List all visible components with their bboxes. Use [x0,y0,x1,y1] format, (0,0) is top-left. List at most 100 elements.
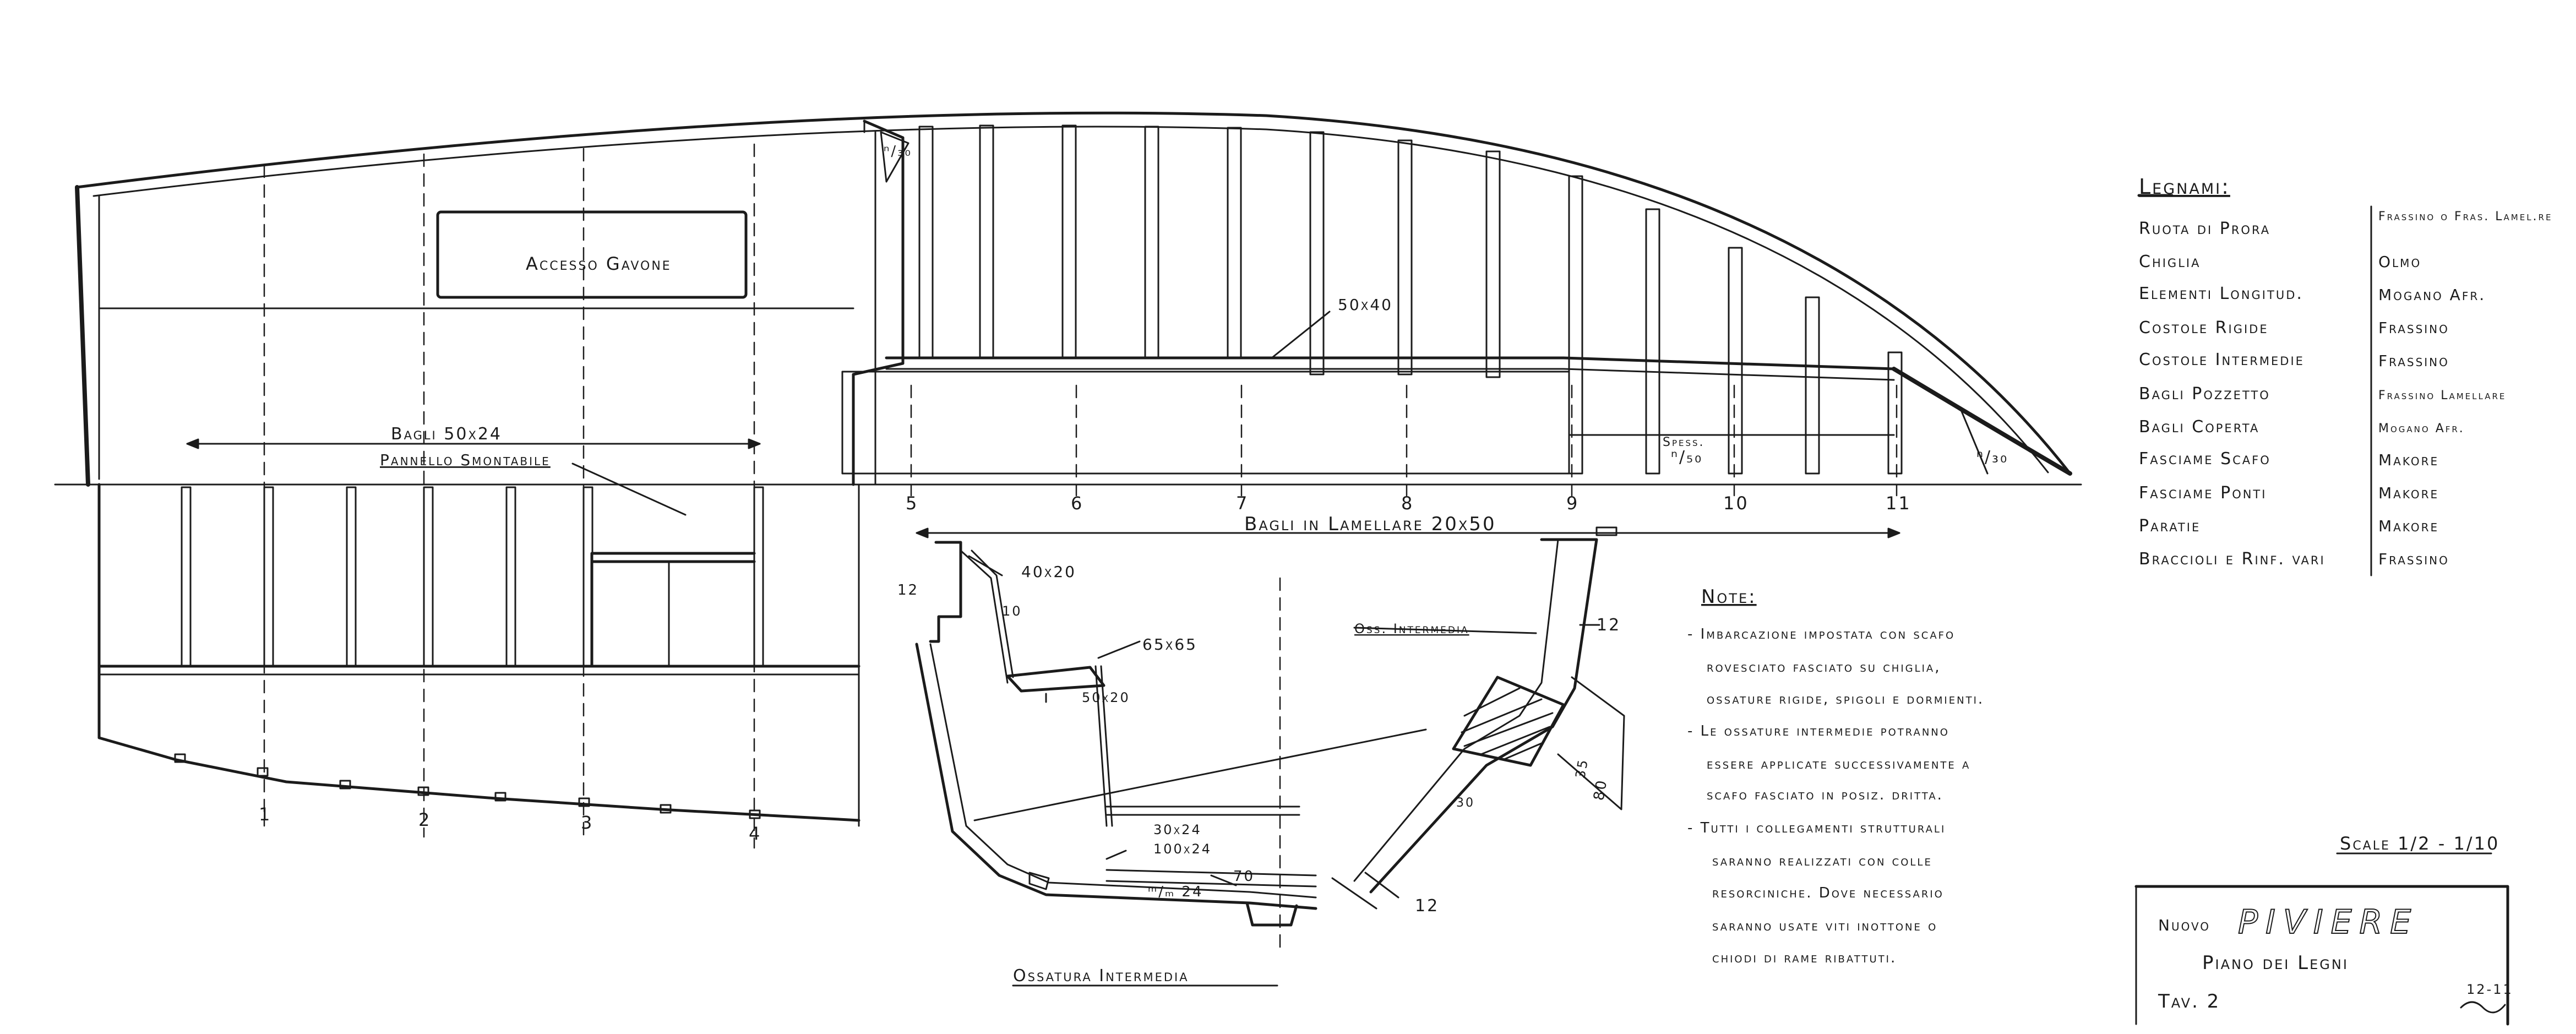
note-line: chiodi di rame ribattuti. [1712,950,1897,966]
legend-part: Chiglia [2139,252,2201,271]
notes-lines: - Imbarcazione impostata con scafo roves… [1687,626,1983,966]
deck-beams [181,486,764,667]
frame-size-leader [1271,311,1331,359]
sheer-line-outer [75,111,2072,475]
legend-wood: Frassino [2378,319,2449,337]
frame [1144,126,1159,359]
keel [1245,901,1298,927]
station-number: 5 [906,493,918,514]
hatch-triangle [880,131,910,183]
dim-40x20: 40x20 [1021,563,1076,581]
oss-intermedia-label: Oss. Intermedia [1354,621,1469,636]
frame [918,126,934,359]
cockpit-floor [1105,806,1300,816]
station-number: 2 [418,809,431,830]
signature-mark [2460,1001,2506,1014]
frame [1805,296,1820,475]
detail-hatch [1461,687,1554,761]
frame-size-label: 50x40 [1338,296,1393,314]
dimension-bracket [1557,676,1625,810]
stem [1892,367,2072,476]
gavone-hatch [436,210,748,299]
scale-label: Scale 1/2 - 1/10 [2340,833,2499,854]
floor-frame [1105,869,1317,888]
note-line: resorciniche. Dove necessario [1712,885,1944,901]
frame [1309,131,1325,375]
dim-35: 35 [1572,757,1591,780]
legend-wood: Olmo [2378,253,2421,271]
ossatura-caption: Ossatura Intermedia [1013,966,1189,986]
lamellare-dimension [916,526,1900,538]
station-number: 3 [581,812,593,833]
title-block-frame [2134,852,2509,1026]
pannello-leader [571,462,687,516]
forward-frames [918,124,1903,475]
legend-part: Paratie [2139,516,2201,536]
oss-leader [1353,627,1537,634]
station-number: 9 [1566,493,1579,514]
keel-blocks [174,753,761,819]
legend-part: Bagli Pozzetto [2139,384,2270,404]
dim-m24: ᵐ/ₘ 24 [1148,884,1203,900]
bagli-label: Bagli 50x24 [391,425,502,444]
frame [1568,175,1583,475]
deck-carline-2 [971,549,1014,678]
removable-panel [590,552,756,668]
legend-rows: Ruota di Prora Frassino o Fras. Lamel.re… [2139,210,2551,569]
legend-part: Fasciame Scafo [2139,449,2271,469]
legend-wood: Mogano Afr. [2378,422,2465,436]
dim-50x20: 50x20 [1082,690,1130,705]
deck-carline [960,549,1009,684]
frame [1645,208,1660,475]
frame [1397,139,1413,375]
leader-to-detail [973,728,1427,821]
legend-part: Bagli Coperta [2139,417,2259,437]
legend-wood: Makore [2378,517,2439,535]
detail-block [1452,676,1565,767]
note-line: - Le ossature intermedie potranno [1687,723,1949,739]
dim-80: 80 [1591,778,1610,802]
frame [1485,150,1501,378]
spess-value: ⁿ/₅₀ [1671,448,1703,467]
accesso-gavone-label: Accesso Gavone [526,253,672,274]
deck-plan [97,438,861,827]
bulkhead-panel [841,371,1570,475]
detail-outer [1369,538,1598,894]
station-number: 4 [749,823,761,844]
side-deck [1006,666,1105,693]
dim-10: 10 [1002,603,1022,619]
legend-wood: Frassino [2378,352,2449,370]
dim-30x24: 30x24 [1153,822,1202,837]
legend-part: Ruota di Prora [2139,219,2270,238]
note-line: scafo fasciato in posiz. dritta. [1707,787,1943,803]
boat-name: PIVIERE [2238,903,2419,942]
hatch-label-bow: ⁿ/₃₀ [1976,448,2008,467]
dim-12-bottom: 12 [1415,896,1439,916]
dim-30: 30 [1456,796,1475,810]
cabin-front [852,119,905,486]
station-lines-aft [263,143,755,849]
hull-side-inner [929,643,1317,899]
legend-part: Elementi Longitud. [2139,284,2303,303]
hatch-label-top: ⁿ/₃₀ [884,143,912,160]
stringer-upper-2 [885,368,1895,381]
frame [1887,351,1903,475]
dim-100x24: 100x24 [1153,841,1212,857]
legend-title: Legnami: [2139,175,2230,199]
intermediate-frame-section [915,541,1427,987]
note-line: saranno realizzati con colle [1712,853,1932,869]
frame-detail [1331,538,1625,910]
legend-part: Braccioli e Rinf. vari [2139,549,2326,569]
drawing-date: 12-11 [2466,982,2513,997]
station-number: 8 [1401,493,1414,514]
frame [1728,247,1743,475]
bagli-lamellare-label: Bagli in Lamellare 20x50 [1244,513,1496,535]
sheer-line-inner [92,126,2049,474]
title-frame-top [2134,885,2509,1026]
deck-outline [97,483,861,822]
coaming [929,541,962,643]
spess-label: Spess. [1663,436,1705,449]
nuovo-label: Nuovo [2158,916,2210,934]
legend-wood: Frassino [2378,550,2449,568]
